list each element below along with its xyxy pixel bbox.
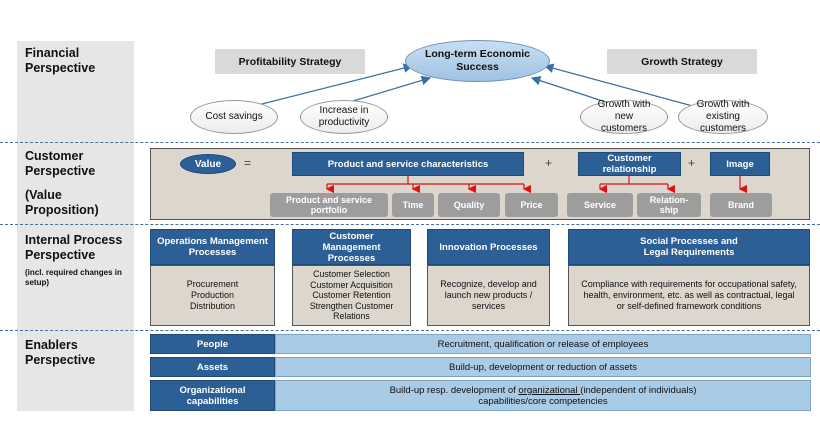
divider-3 bbox=[0, 330, 820, 331]
innovation-body: Recognize, develop and launch new produc… bbox=[427, 265, 550, 326]
customer-management-body: Customer Selection Customer Acquisition … bbox=[292, 265, 411, 326]
brand-item: Brand bbox=[710, 193, 772, 217]
portfolio-item: Product and service portfolio bbox=[270, 193, 388, 217]
divider-2 bbox=[0, 224, 820, 225]
divider-1 bbox=[0, 142, 820, 143]
customer-management-title: Customer Management Processes bbox=[292, 229, 411, 265]
org-capabilities-text: Build-up resp. development of organizati… bbox=[275, 380, 811, 411]
plus-sign-2: + bbox=[688, 156, 696, 170]
service-item: Service bbox=[567, 193, 633, 217]
product-characteristics-box: Product and service characteristics bbox=[292, 152, 524, 176]
long-term-success-oval: Long-term Economic Success bbox=[405, 40, 550, 82]
social-legal-body: Compliance with requirements for occupat… bbox=[568, 265, 810, 326]
plus-sign-1: + bbox=[545, 156, 553, 170]
innovation-title: Innovation Processes bbox=[427, 229, 550, 265]
enablers-perspective-label: Enablers Perspective bbox=[25, 338, 96, 367]
value-proposition-label: (Value Proposition) bbox=[25, 188, 99, 217]
image-box: Image bbox=[710, 152, 770, 176]
operations-body: Procurement Production Distribution bbox=[150, 265, 275, 326]
assets-text: Build-up, development or reduction of as… bbox=[275, 357, 811, 377]
internal-perspective-label: Internal Process Perspective bbox=[25, 233, 123, 262]
internal-perspective-sublabel: (incl. required changes in setup) bbox=[25, 268, 122, 287]
cost-savings-oval: Cost savings bbox=[190, 100, 278, 134]
growth-strategy: Growth Strategy bbox=[607, 49, 757, 74]
value-oval: Value bbox=[180, 154, 236, 174]
profitability-strategy: Profitability Strategy bbox=[215, 49, 365, 74]
new-customers-oval: Growth with new customers bbox=[580, 99, 668, 134]
equals-sign: = bbox=[244, 156, 252, 170]
relationship-item: Relation-ship bbox=[637, 193, 701, 217]
assets-label: Assets bbox=[150, 357, 275, 377]
operations-title: Operations Management Processes bbox=[150, 229, 275, 265]
financial-perspective-label: Financial Perspective bbox=[25, 46, 96, 75]
time-item: Time bbox=[392, 193, 434, 217]
org-capabilities-label: Organizational capabilities bbox=[150, 380, 275, 411]
org-text-underlined: organizational bbox=[518, 385, 581, 396]
perspective-column bbox=[17, 41, 134, 411]
price-item: Price bbox=[505, 193, 558, 217]
org-text-post: (independent of individuals) capabilitie… bbox=[478, 385, 697, 407]
social-legal-title: Social Processes and Legal Requirements bbox=[568, 229, 810, 265]
existing-customers-oval: Growth with existing customers bbox=[678, 99, 768, 134]
org-text-pre: Build-up resp. development of bbox=[389, 385, 519, 396]
customer-perspective-label: Customer Perspective bbox=[25, 149, 96, 178]
customer-relationship-box: Customer relationship bbox=[578, 152, 681, 176]
people-text: Recruitment, qualification or release of… bbox=[275, 334, 811, 354]
people-label: People bbox=[150, 334, 275, 354]
productivity-oval: Increase in productivity bbox=[300, 100, 388, 134]
quality-item: Quality bbox=[438, 193, 500, 217]
